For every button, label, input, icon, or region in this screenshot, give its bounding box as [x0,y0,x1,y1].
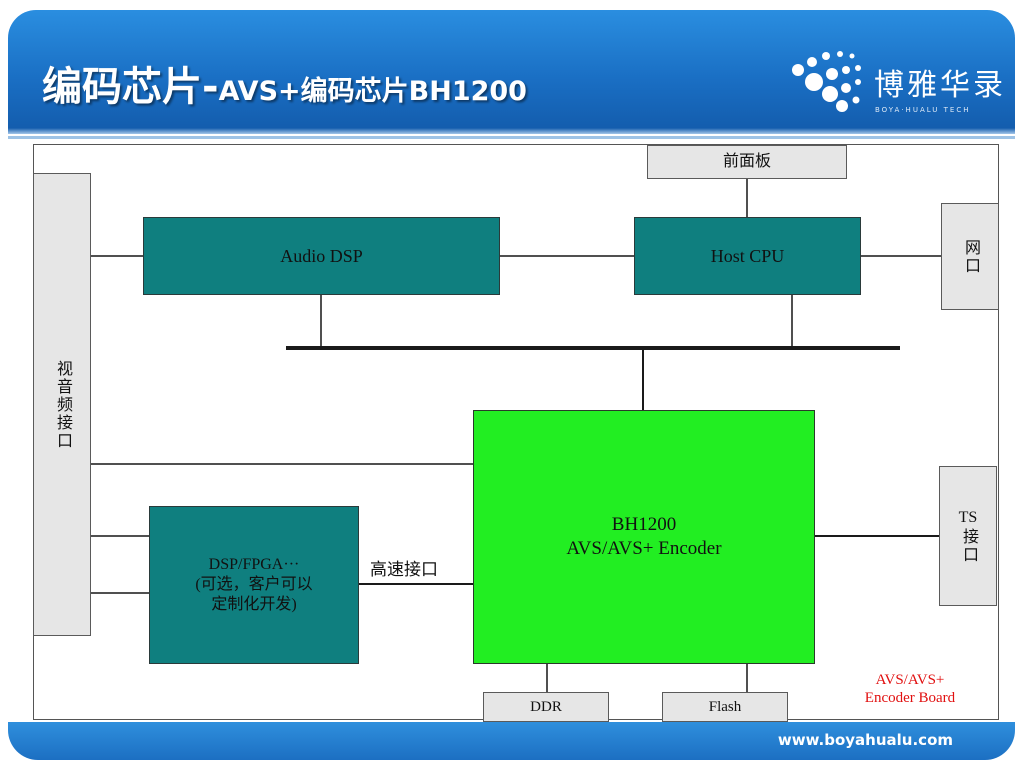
ts-interface-block: TS 接口 [939,466,997,606]
board-name-label: AVS/AVS+ Encoder Board [842,671,978,707]
board-name-line1: AVS/AVS+ [875,672,945,688]
connector-cpu-bus [791,295,793,348]
footer-banner: www.boyahualu.com [8,722,1015,760]
high-speed-interface-label: 高速接口 [370,560,438,579]
footer-website-link[interactable]: www.boyahualu.com [777,731,953,749]
bh1200-label: BH1200 [611,514,677,536]
dsp-fpga-optional-label: (可选，客户可以 [195,576,313,593]
bh1200-encoder-label: AVS/AVS+ Encoder [566,538,722,559]
network-port-label: 网口 [962,238,979,275]
host-cpu-label: Host CPU [710,245,785,266]
logo-company-name: 博雅华录 [874,68,1006,103]
front-panel-label: 前面板 [722,153,771,170]
connector-av-audio-dsp [91,255,143,257]
connector-bh1200-ts [815,535,940,537]
connector-av-dsp-fpga-top [91,535,149,537]
av-interface-label: 视音频接口 [54,359,71,450]
logo-tagline: BOYA·HUALU TECH [875,106,971,114]
dsp-fpga-block: DSP/FPGA··· (可选，客户可以 定制化开发) [149,506,359,664]
connector-cpu-network [861,255,941,257]
company-logo: 博雅华录 BOYA·HUALU TECH [788,48,1008,118]
ts-interface-label-ts: TS [958,509,978,526]
connector-bh1200-flash [746,664,748,692]
dsp-fpga-custom-label: 定制化开发) [211,596,297,613]
connector-av-bh1200 [91,463,473,465]
bh1200-encoder-block: BH1200 AVS/AVS+ Encoder [473,410,815,664]
connector-bus-bh1200 [642,348,644,410]
network-port-block: 网口 [941,203,999,310]
page-title: 编码芯片-AVS+编码芯片BH1200 [42,54,527,112]
connector-av-dsp-fpga-bottom [91,592,149,594]
ddr-block: DDR [483,692,609,722]
front-panel-block: 前面板 [647,145,847,179]
page-title-main: 编码芯片- [42,64,219,110]
connector-audio-dsp-cpu [500,255,634,257]
header-banner: 编码芯片-AVS+编码芯片BH1200 博雅华录 BOYA·HUALU TECH [8,10,1015,134]
flash-label: Flash [708,698,742,715]
connector-front-panel-cpu [746,179,748,217]
flash-block: Flash [662,692,788,722]
host-cpu-block: Host CPU [634,217,861,295]
board-name-line2: Encoder Board [864,690,956,706]
boya-hualu-dots-logo-icon [792,51,861,112]
connector-dsp-fpga-bh1200 [359,583,473,585]
connector-audio-dsp-bus [320,295,322,348]
header-divider [8,136,1015,139]
dsp-fpga-label: DSP/FPGA··· [208,556,300,573]
connector-bh1200-ddr [546,664,548,692]
av-interface-block: 视音频接口 [33,173,91,636]
system-bus [286,346,900,350]
ts-interface-label-port: 接口 [960,528,977,564]
audio-dsp-block: Audio DSP [143,217,500,295]
ddr-label: DDR [530,698,562,715]
audio-dsp-label: Audio DSP [280,245,363,266]
page-title-sub: AVS+编码芯片BH1200 [218,76,527,107]
